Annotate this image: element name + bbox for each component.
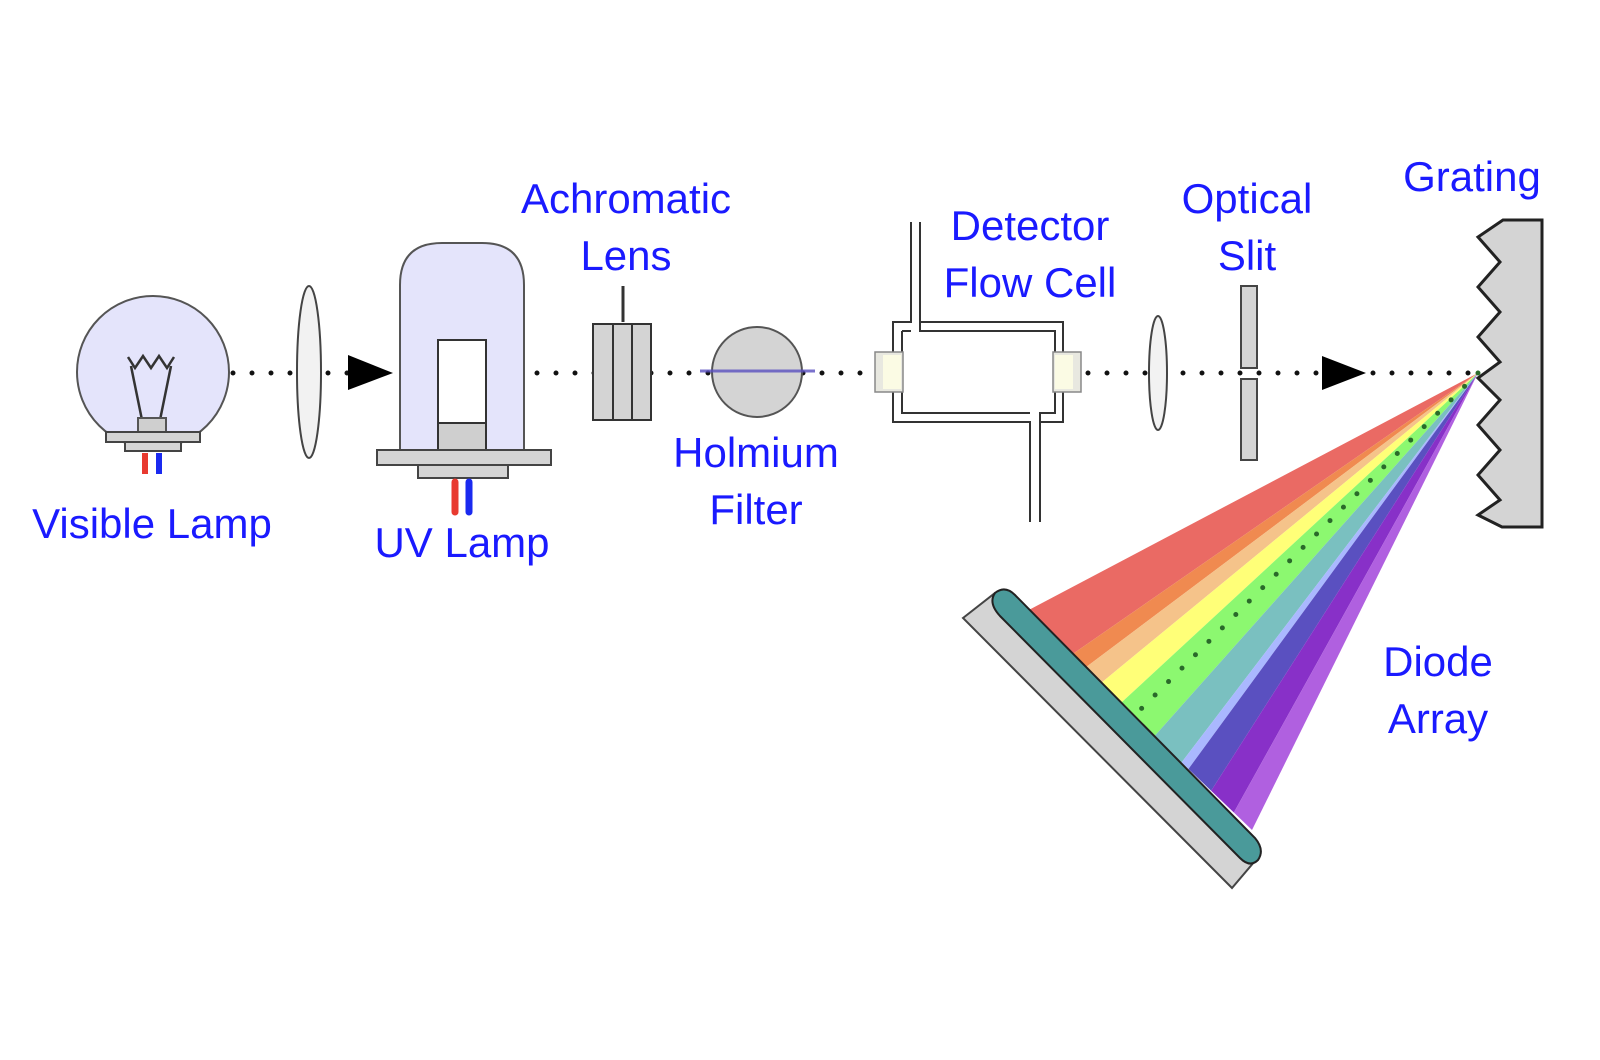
spectrum-band-3 — [1099, 373, 1478, 704]
optical-slit-icon — [1240, 285, 1258, 461]
label-grating: Grating — [1403, 153, 1541, 200]
label-uv-lamp: UV Lamp — [374, 519, 549, 566]
beam-direction-arrow-1 — [348, 355, 393, 390]
label-diode-array-line1: Diode — [1383, 638, 1493, 685]
diffraction-grating-icon — [1475, 218, 1544, 529]
label-optical-slit-line2: Slit — [1218, 232, 1277, 279]
spectrum-band-4 — [1120, 373, 1478, 737]
spectrum-band-5 — [1154, 373, 1478, 763]
label-holmium-filter-line1: Holmium — [673, 429, 839, 476]
label-achromatic-lens-line2: Lens — [580, 232, 671, 279]
achromatic-lens-icon — [592, 286, 652, 421]
light-beam-dispersed-path — [1127, 370, 1481, 723]
diode-array-icon — [961, 588, 1262, 890]
condenser-lens-1 — [296, 285, 322, 459]
label-holmium-filter-line2: Filter — [709, 486, 802, 533]
label-diode-array-line2: Array — [1388, 695, 1488, 742]
label-flow-cell-line2: Flow Cell — [944, 259, 1117, 306]
dispersed-spectrum — [1025, 373, 1478, 830]
spectrum-band-6 — [1181, 373, 1478, 769]
spectrum-band-7 — [1188, 373, 1478, 791]
detector-flow-cell-icon — [874, 222, 1082, 522]
holmium-filter-icon — [700, 326, 815, 418]
uv-lamp-icon — [376, 242, 552, 516]
label-flow-cell-line1: Detector — [951, 202, 1110, 249]
label-visible-lamp: Visible Lamp — [32, 500, 272, 547]
spectrum-band-2 — [1084, 373, 1478, 684]
label-optical-slit-line1: Optical — [1182, 175, 1313, 222]
spectrum-band-8 — [1211, 373, 1478, 813]
spectrum-band-9 — [1233, 373, 1478, 830]
focusing-lens-2 — [1148, 315, 1168, 431]
beam-direction-arrow-2 — [1322, 356, 1366, 390]
spectrum-band-1 — [1070, 373, 1478, 669]
visible-lamp-icon — [76, 295, 230, 474]
spectrum-band-0 — [1025, 373, 1478, 656]
label-achromatic-lens-line1: Achromatic — [521, 175, 731, 222]
